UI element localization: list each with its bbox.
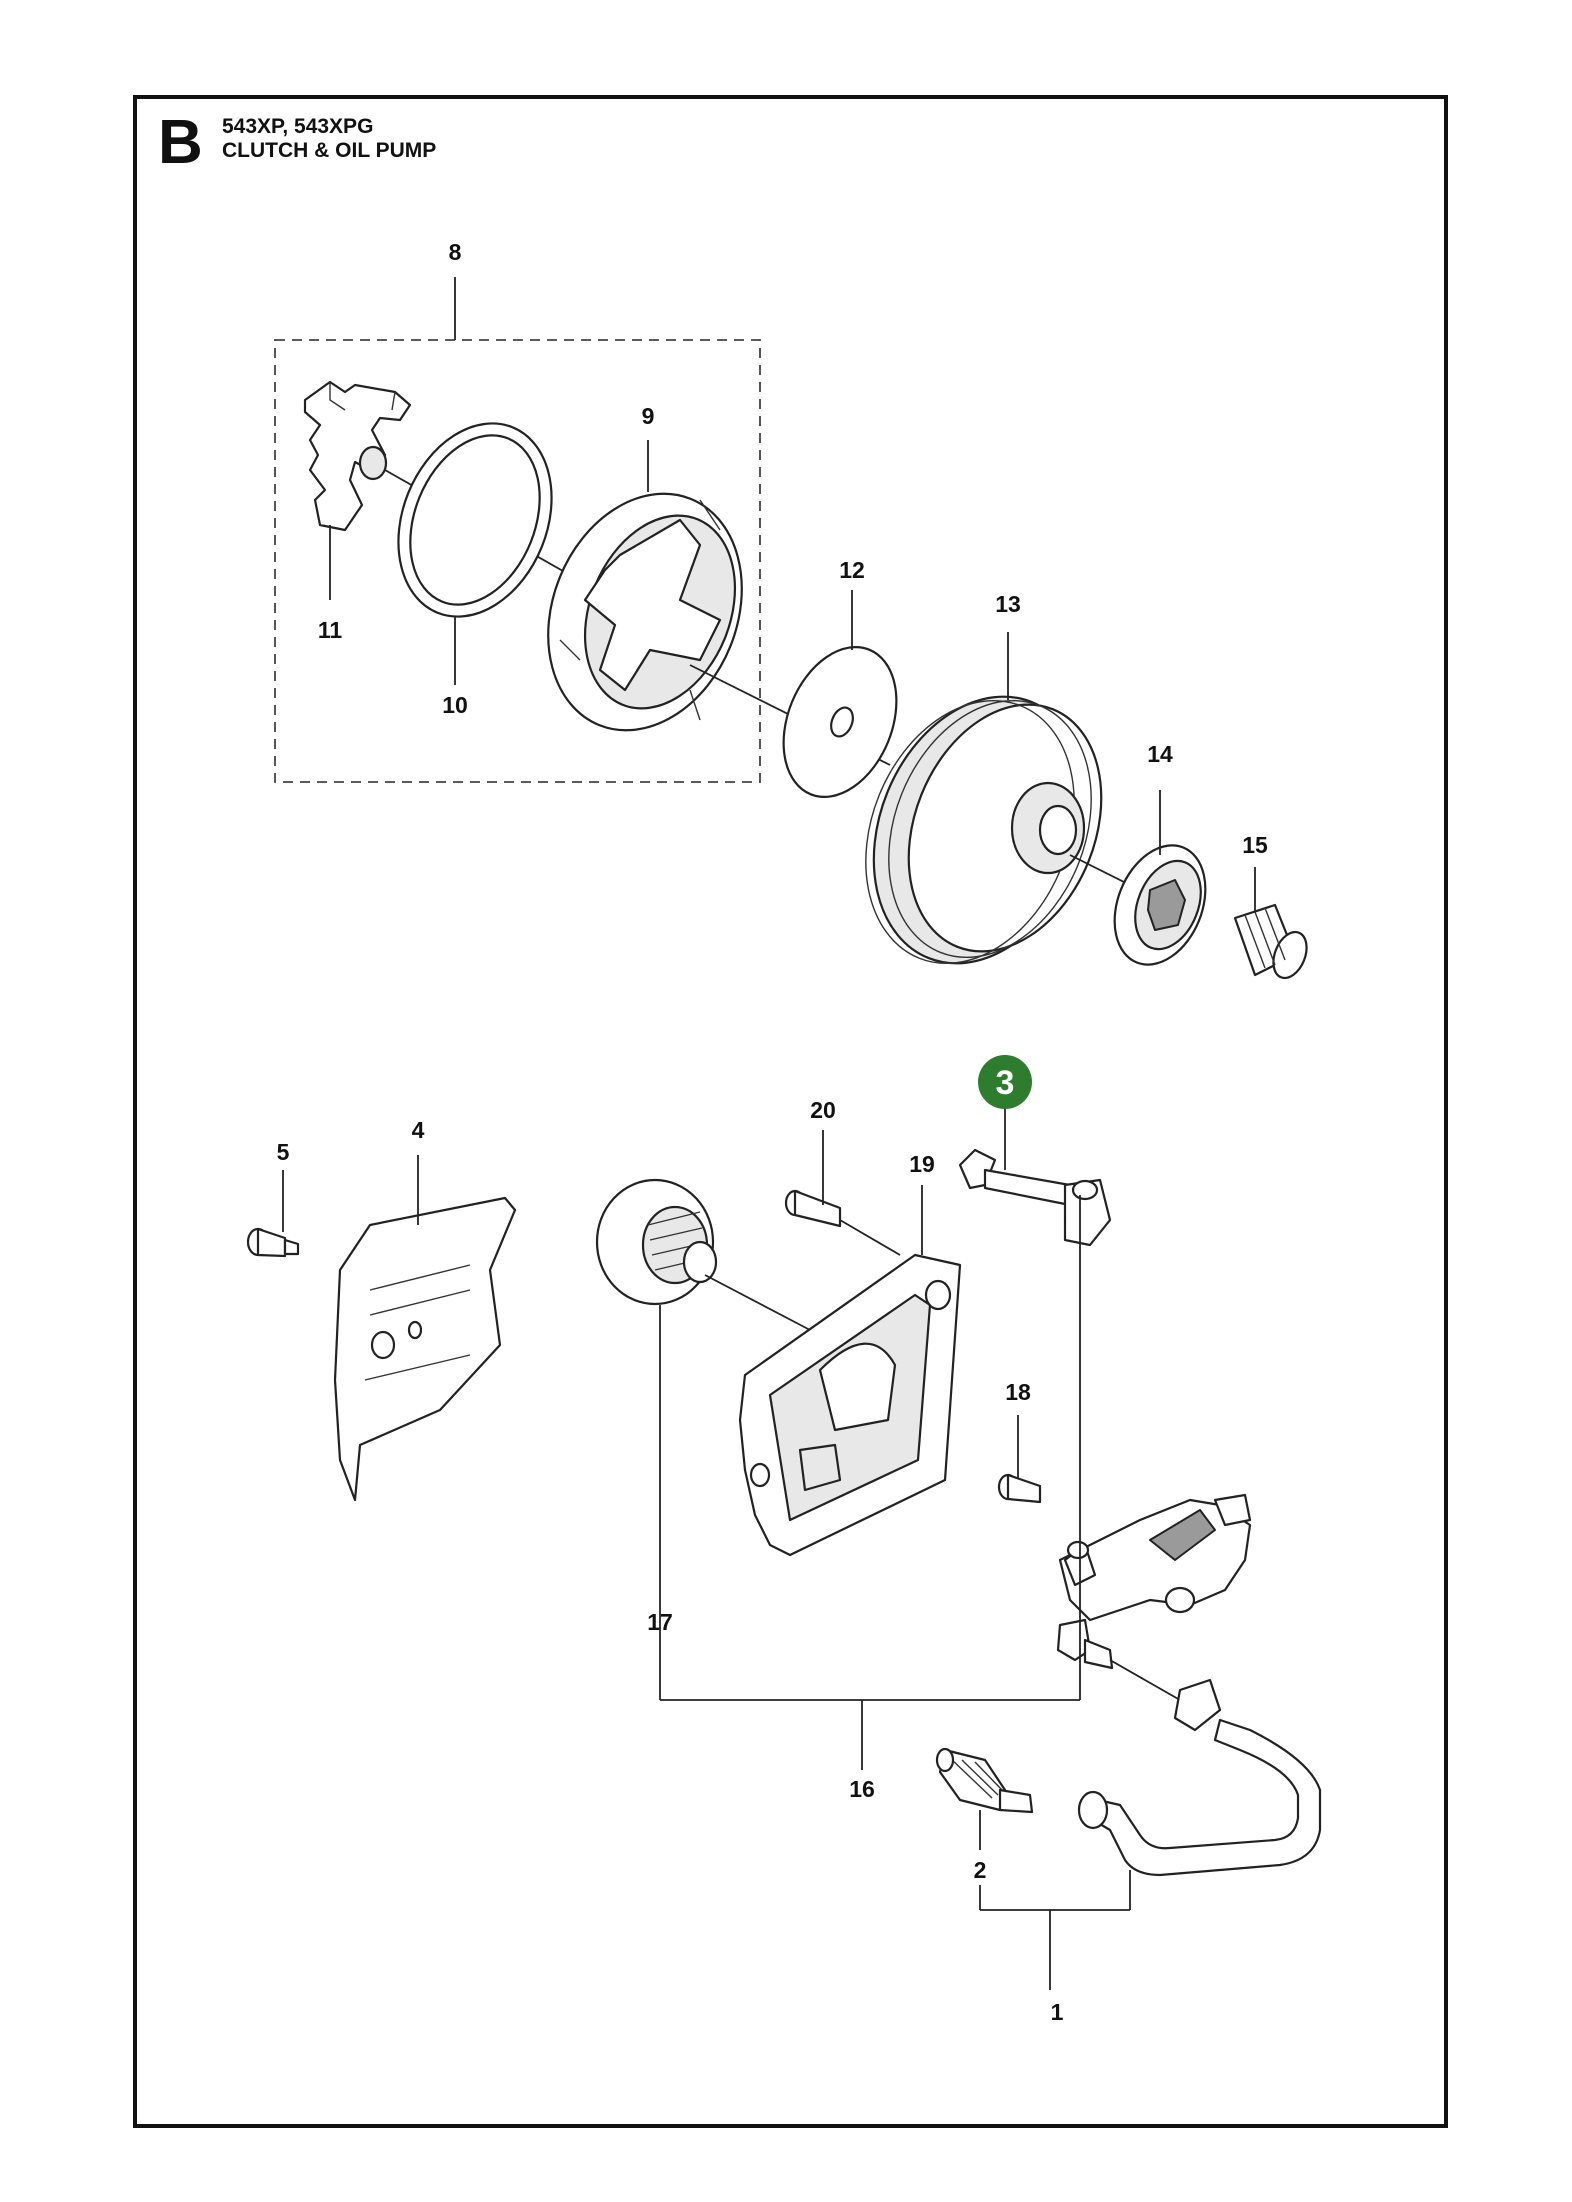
part-rim-sprocket[interactable] [1098, 832, 1222, 978]
leader-16-axis [1109, 1659, 1181, 1701]
part-clutch-drum[interactable] [828, 665, 1136, 996]
highlight-badge-label: 3 [996, 1064, 1015, 1102]
part-washer[interactable] [763, 630, 918, 814]
part-clutch-shoe[interactable] [514, 464, 776, 759]
diagram-title: CLUTCH & OIL PUMP [222, 139, 437, 162]
callout-5: 5 [277, 1139, 290, 1165]
callout-8: 8 [449, 239, 462, 265]
part-oil-filter[interactable] [935, 1747, 1034, 1814]
part-oil-pump-body[interactable] [1058, 1493, 1252, 1622]
callout-15: 15 [1242, 832, 1268, 858]
model-names: 543XP, 543XPG [222, 115, 374, 138]
part-chain-guide-plate[interactable] [333, 1196, 517, 1502]
callout-9: 9 [642, 403, 655, 429]
part-clutch-hub[interactable] [303, 380, 412, 532]
callout-13: 13 [995, 591, 1021, 617]
callout-2: 2 [974, 1857, 987, 1883]
page-frame [133, 95, 1448, 2128]
callout-11: 11 [318, 617, 343, 643]
leader-20-axis [839, 1219, 901, 1256]
callout-18: 18 [1005, 1379, 1031, 1405]
leader-17-axis [704, 1274, 811, 1331]
callout-14: 14 [1147, 741, 1173, 767]
callout-20: 20 [810, 1097, 836, 1123]
highlight-badge[interactable] [978, 1055, 1032, 1109]
callout-12: 12 [839, 557, 865, 583]
part-oil-hose[interactable] [1077, 1678, 1322, 1877]
part-screw-5[interactable] [246, 1227, 300, 1258]
callout-17: 17 [647, 1609, 673, 1635]
callout-19: 19 [909, 1151, 935, 1177]
part-screw-18[interactable] [997, 1473, 1042, 1504]
part-needle-bearing[interactable] [1233, 903, 1313, 983]
callout-1: 1 [1051, 1999, 1064, 2025]
part-pump-fitting[interactable] [1056, 1618, 1114, 1670]
part-screw-20[interactable] [784, 1189, 842, 1228]
part-worm-gear[interactable] [595, 1178, 718, 1306]
part-clutch-spring[interactable] [371, 400, 579, 639]
callout-4: 4 [412, 1117, 425, 1143]
part-bar-plate[interactable] [738, 1253, 962, 1557]
section-letter: B [158, 108, 203, 177]
part-adjust-lever[interactable] [958, 1148, 1112, 1247]
callout-10: 10 [442, 692, 468, 718]
callout-16: 16 [849, 1776, 875, 1802]
clutch-assembly-group-box [274, 339, 761, 783]
